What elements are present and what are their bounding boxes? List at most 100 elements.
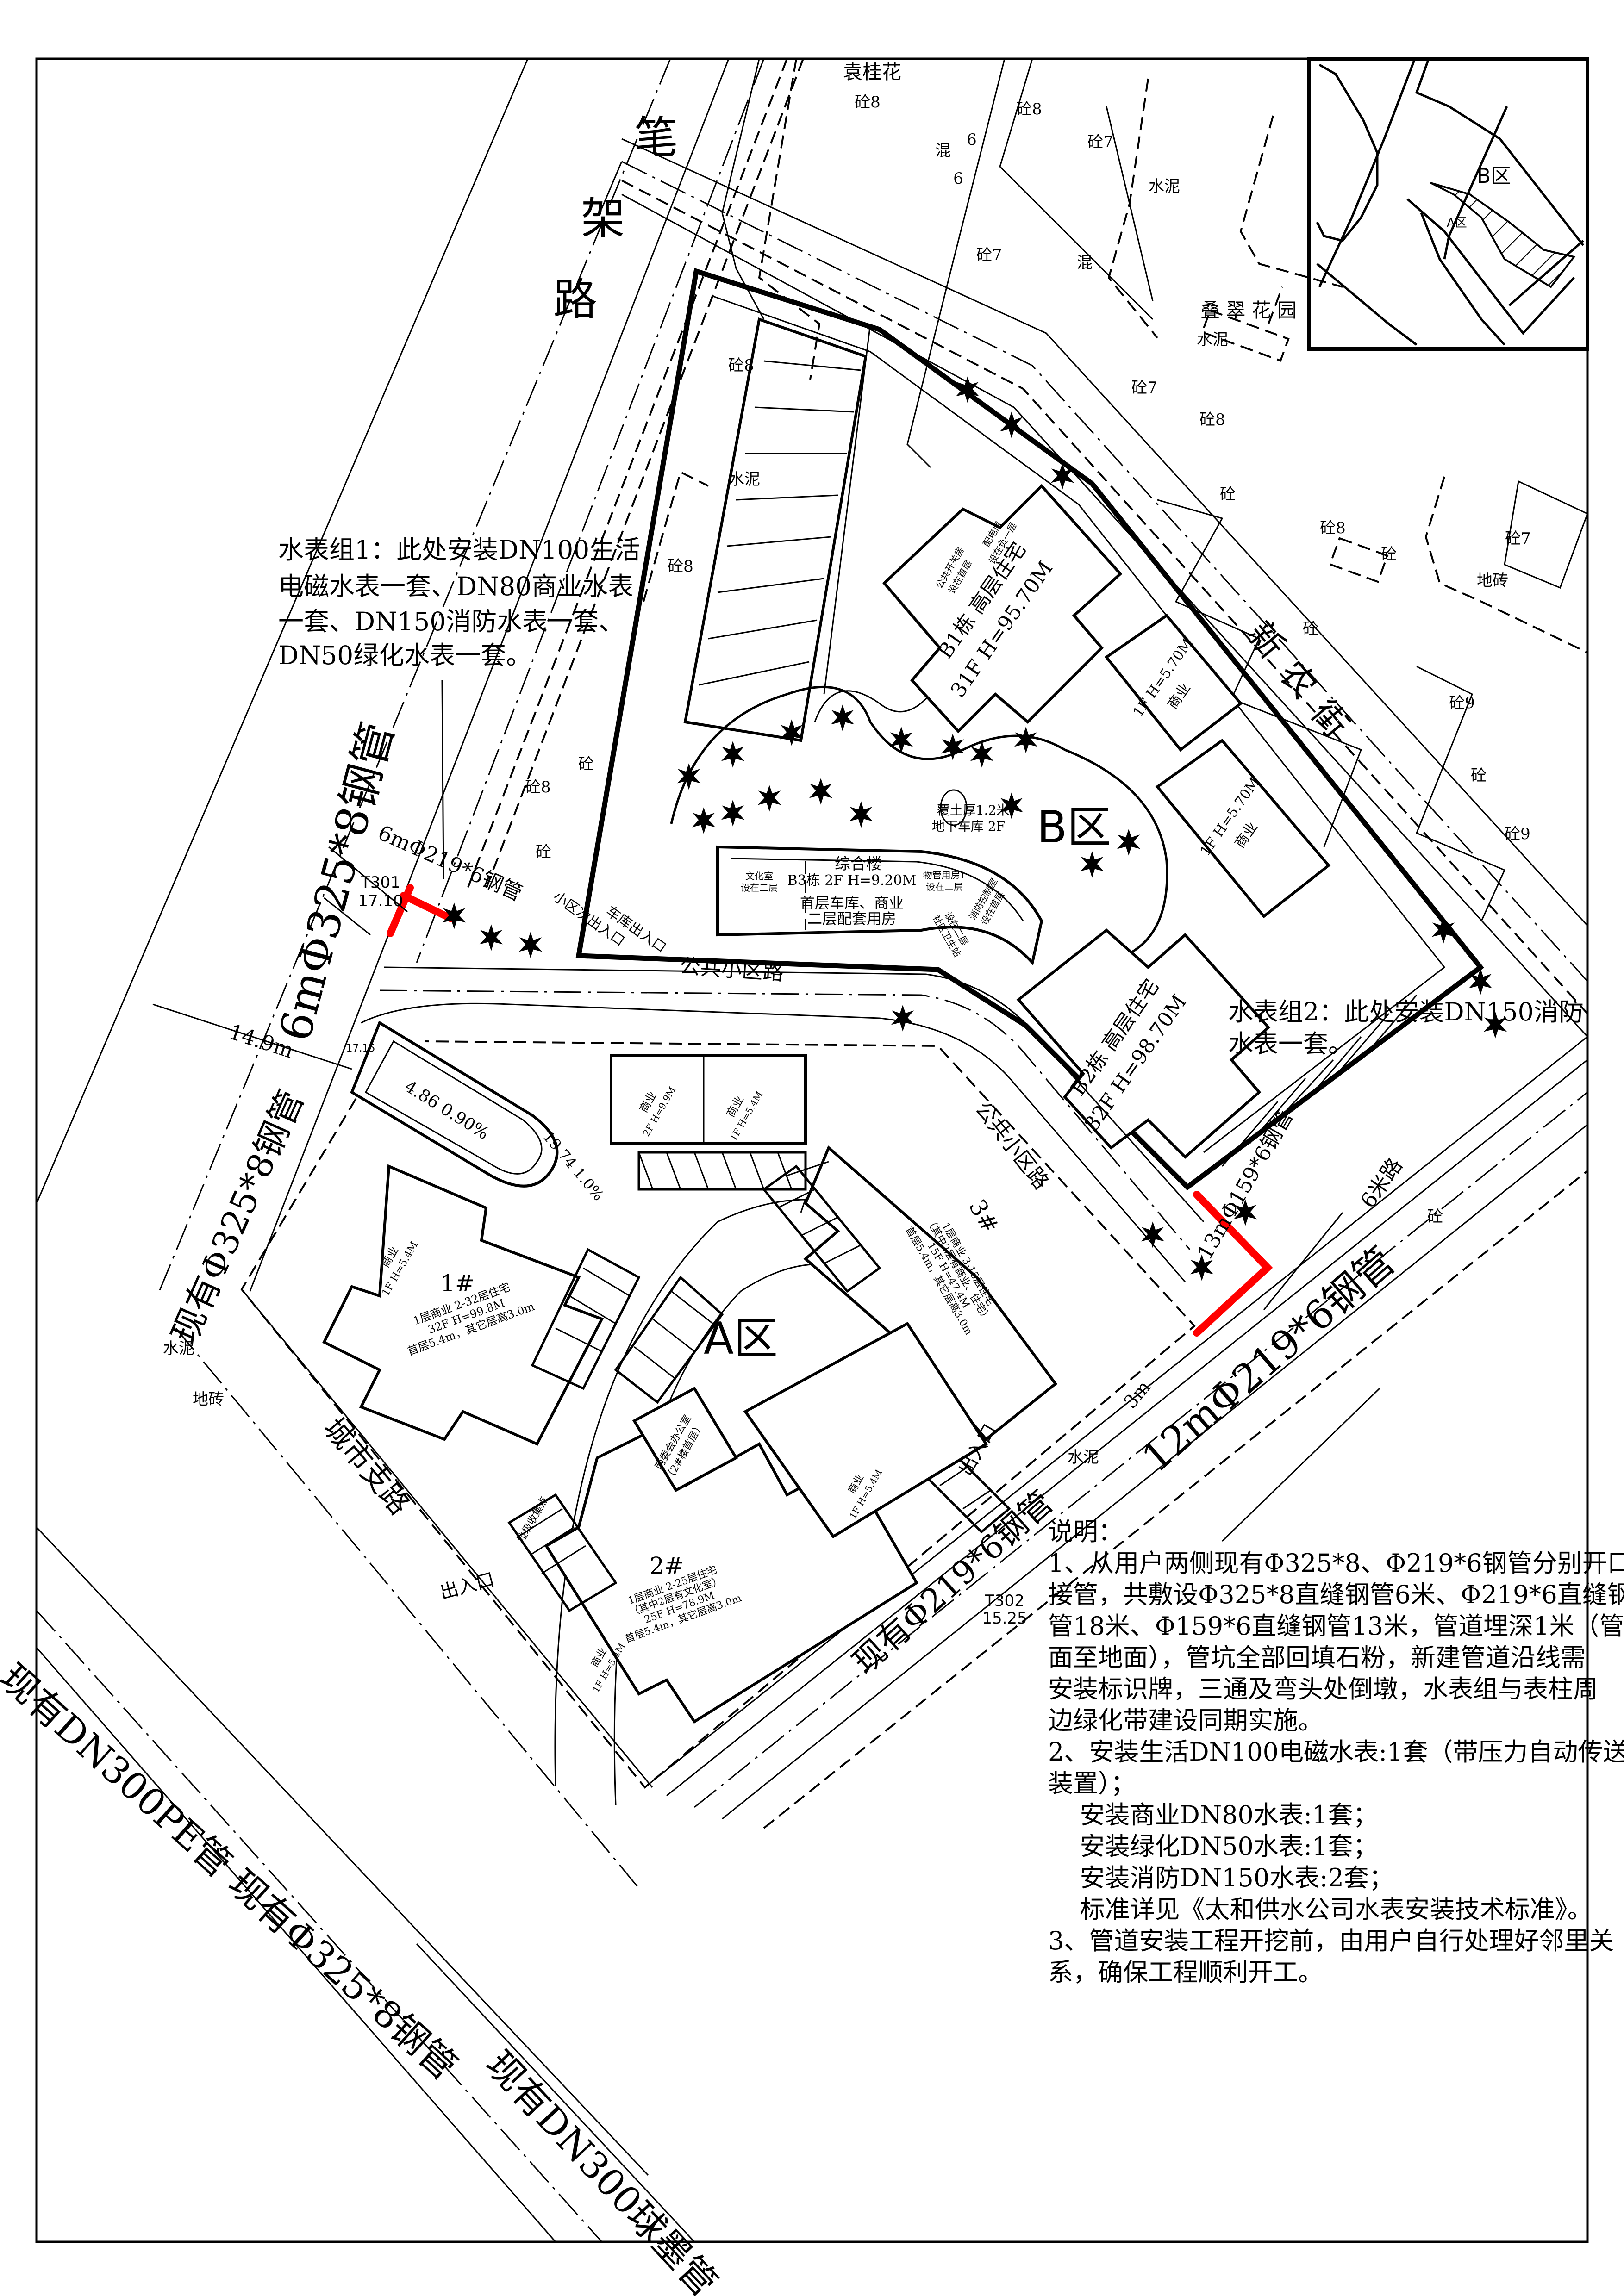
tree-icon [889,727,913,753]
tree-icon [809,778,833,805]
inset-a-zone-label: A区 [1447,216,1467,230]
notes-line: 安装标识牌，三通及弯头处倒墩，水表组与表柱周 [1048,1674,1598,1704]
b3-use-1: 首层车库、商业 [800,894,904,912]
a2-number: 2# [650,1552,684,1579]
notes-line: 标准详见《太和供水公司水表安装技术标准》。 [1048,1895,1593,1924]
material-label: 砼 [536,843,551,861]
material-label: 砼9 [1449,694,1475,712]
a1-building [322,1164,604,1446]
material-label: 砼 [1427,1207,1443,1226]
t301-elevation: 17.10 [358,892,403,910]
b3-room-2: 物管用房1 [923,870,966,881]
b-garage-soil: 覆土厚1.2米 [937,803,1010,818]
tree-icon [479,924,503,951]
road-label-city-branch: 城市支路 [317,1412,417,1521]
tree-icon [721,800,745,827]
southeast-road [645,1036,1588,1829]
tree-icon [1014,727,1038,753]
a2-office [632,1387,738,1492]
tree-icon [831,704,855,731]
notes-line: 3、管道安装工程开挖前，由用户自行处理好邻里关 [1048,1926,1614,1955]
material-label: 砼 [1303,620,1318,638]
estate-name: 袁桂花 [843,61,901,83]
material-label: 砼8 [525,778,551,796]
public-community-road [361,966,1205,1282]
notes-line: 面至地面），管坑全部回填石粉，新建管道沿线需 [1048,1643,1586,1672]
tree-icon [677,763,701,790]
material-label: 砼8 [668,557,693,576]
road-label-xinnong-1: 新 [1239,614,1293,666]
new-pipe-group-2 [1193,1191,1273,1337]
b3-room-1: 文化室 [745,871,773,882]
notes-line: 系，确保工程顺利开工。 [1048,1958,1323,1987]
tree-icon [780,719,804,746]
notes-line: 装置）； [1048,1769,1136,1798]
b-zone-site [575,268,1484,1191]
material-label: 水泥 [163,1339,194,1358]
a1-number: 1# [440,1270,475,1297]
meter-group-2-callout: 水表组2：此处安装DN150消防 水表一套。 [1228,997,1584,1058]
neighbouring-blocks [643,58,1588,921]
meter-group-1-line: DN50绿化水表一套。 [278,641,531,670]
b-commercial-1 [1104,613,1243,752]
notes-line: 安装商业DN80水表:1套； [1048,1800,1378,1829]
b2-tower [1016,928,1271,1159]
material-label: 6 [953,169,963,188]
material-label: 混 [1077,254,1093,272]
material-label: 砼9 [1505,825,1530,843]
zone-a-label: A区 [704,1313,778,1364]
material-label: 砼 [1220,485,1236,504]
tree-icon [692,807,716,834]
a-elevation: 17.15 [346,1043,375,1054]
meter-group-2-line: 水表组2：此处安装DN150消防 [1228,997,1584,1027]
notes-line: 接管，共敷设Φ325*8直缝钢管6米、Φ219*6直缝钢 [1048,1580,1624,1609]
zone-b-label: B区 [1037,802,1111,853]
parking-stalls-a [637,1151,807,1191]
a-garden-plaza [350,1020,559,1188]
estate-name: 叠 翠 花 园 [1200,299,1297,322]
material-label: 砼8 [1016,100,1042,118]
tree-icon [891,1005,915,1032]
notes-line: 1、从用户两侧现有Φ325*8、Φ219*6钢管分别开口 [1048,1549,1624,1578]
a-zone-site [240,1020,1196,1805]
road-label-bijia-3: 路 [553,274,597,325]
notes-line: 管18米、Φ159*6直缝钢管13米，管道埋深1米（管 [1048,1612,1624,1641]
a-commercial-east [743,1322,988,1539]
tree-icon [1080,851,1104,878]
neighbourhood-labels: 袁桂花 叠 翠 花 园 砼8 砼8 砼7 6 6 混 水泥 砼7 混 水泥 砼7… [163,61,1531,1467]
a-exit-1: 出入口 [437,1568,497,1603]
dimension-3m: 3m [1120,1376,1155,1412]
meter-group-2-line: 水表一套。 [1228,1029,1353,1058]
a3-number: 3# [963,1195,1004,1238]
meter-group-1-line: 一套、DN150消防水表一套、 [278,607,624,636]
inset-b-zone-label: B区 [1477,164,1511,188]
new-pipe-group-1 [387,884,455,937]
tree-icon [849,801,873,828]
material-label: 砼7 [1131,379,1157,397]
material-label: 砼8 [855,93,881,112]
parking-stalls-b [699,360,862,686]
drawing-frame [35,57,1589,2243]
parking-stalls-b-east [1221,995,1418,1167]
notes-heading: 说明： [1048,1517,1123,1546]
material-label: 混 [935,142,951,160]
meter-group-1-line: 电磁水表一套、DN80商业水表 [278,572,633,601]
tree-icon [518,932,543,958]
material-label: 砼 [1381,545,1397,564]
notes-line: 安装绿化DN50水表:1套； [1048,1832,1378,1861]
meter-group-1-line: 水表组1：此处安装DN100生活 [278,535,640,565]
material-label: 砼 [578,755,594,773]
material-label: 砼 [1471,766,1487,785]
garbage-point [507,1493,618,1612]
b1-tower [882,484,1123,734]
notes-line: 边绿化带建设同期实施。 [1048,1706,1323,1735]
tree-icon [757,785,781,812]
pipe-label-12m-219: 12mΦ219*6钢管 [1133,1238,1404,1481]
pipe-label-existing-bottom-left: 现有DN300PE管 现有Φ325*8钢管 [0,1655,465,2088]
notes-line: 安装消防DN150水表:2套； [1048,1863,1394,1892]
road-label-6m: 6米路 [1355,1153,1407,1213]
road-label-bijia-2: 架 [581,193,625,244]
b3-title: 综合楼 [835,855,882,873]
notes-line: 2、安装生活DN100电磁水表:1套（带压力自动传送 [1048,1737,1624,1767]
